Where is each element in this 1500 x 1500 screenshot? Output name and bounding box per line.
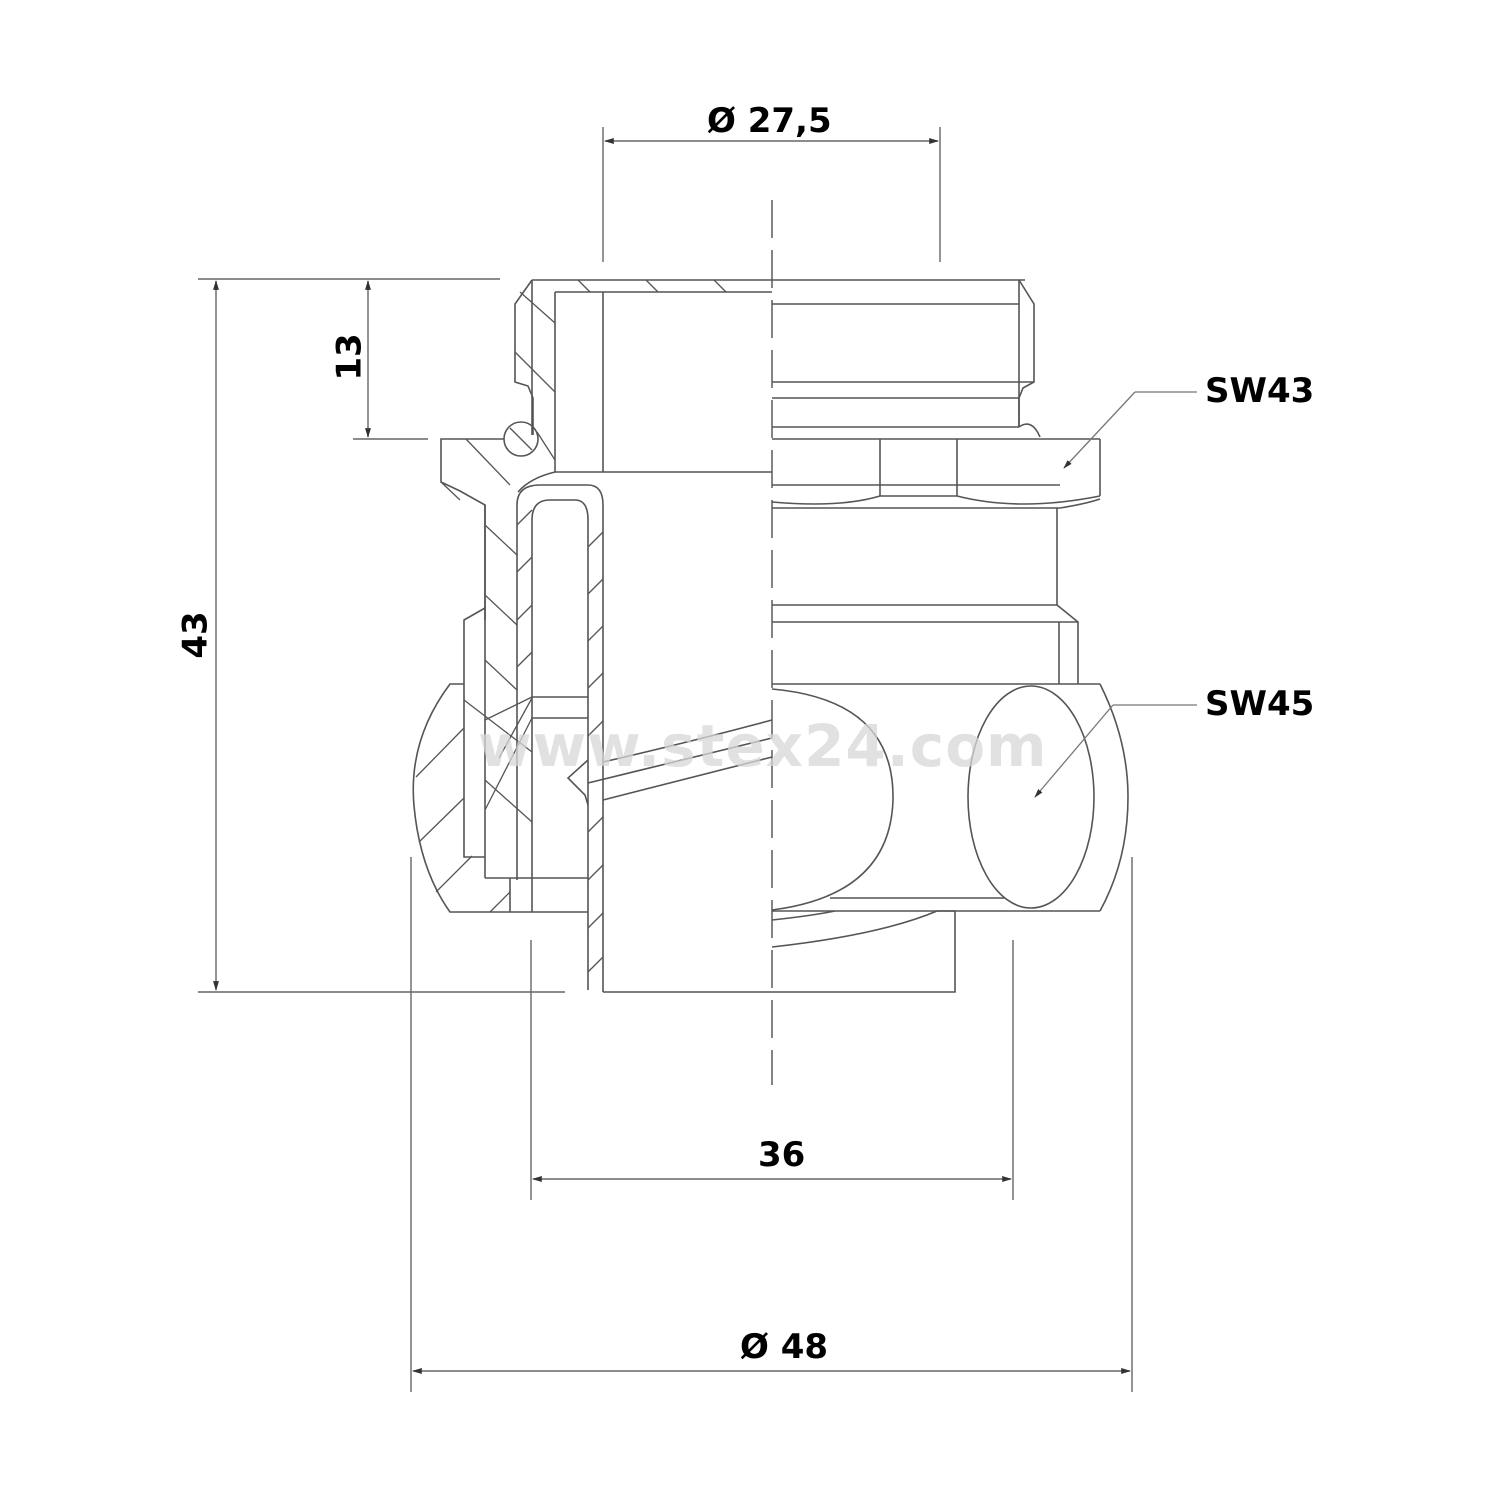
watermark-text: www.stex24.com <box>478 712 1048 780</box>
dimension-height-13 <box>353 280 428 440</box>
body-side-view <box>772 508 1100 685</box>
dimension-width-36 <box>530 940 1014 1200</box>
label-top-diameter: Ø 27,5 <box>707 101 832 141</box>
dome-nut-sw45 <box>603 683 1129 993</box>
dimension-height-43 <box>198 278 565 993</box>
callout-sw45-leader <box>1034 704 1197 798</box>
label-height-13: 13 <box>329 333 370 381</box>
label-width-36: 36 <box>758 1135 806 1175</box>
dimension-bottom-diameter <box>410 857 1133 1392</box>
thread-section <box>503 279 1041 472</box>
insert-section <box>412 484 773 992</box>
callout-sw43-leader <box>1063 391 1197 469</box>
callout-label-sw45: SW45 <box>1205 684 1315 724</box>
callout-label-sw43: SW43 <box>1205 371 1315 411</box>
hex-nut-sw43 <box>440 438 1101 620</box>
dimension-top-diameter <box>602 127 941 262</box>
label-bottom-diameter: Ø 48 <box>740 1327 829 1367</box>
label-height-43: 43 <box>175 611 216 659</box>
